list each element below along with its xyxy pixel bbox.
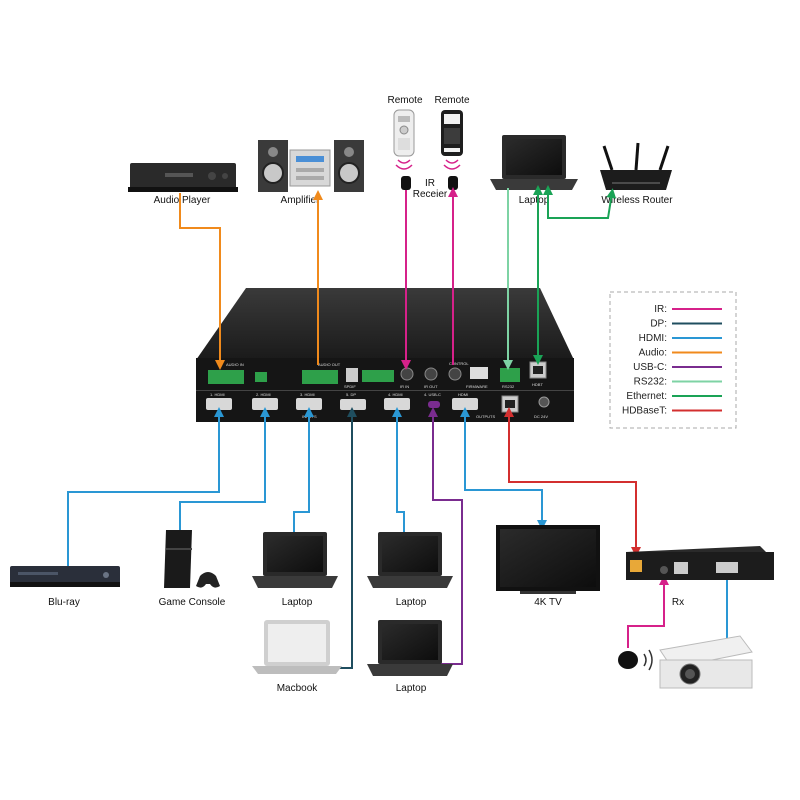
laptop-top-device [490, 135, 578, 190]
panel-hdbt: HDBT [532, 382, 543, 387]
legend-label: USB-C: [633, 362, 667, 373]
panel-outputs: OUTPUTS [476, 414, 495, 419]
wireless-router-label: Wireless Router [601, 195, 673, 206]
laptop-2-label: Laptop [396, 597, 427, 608]
panel-audio-out: AUDIO OUT [318, 362, 341, 367]
panel-spdif: SPDIF [344, 384, 356, 389]
panel-audio-in: AUDIO IN [226, 362, 244, 367]
legend: IR: DP: HDMI: Audio: USB-C: RS232: Ethernet: HD… [622, 304, 722, 417]
panel-hdmi1: 1. HDMI [210, 392, 225, 397]
hdmi-laptop1-cable [293, 407, 314, 532]
legend-label: HDBaseT: [622, 406, 667, 417]
laptop-2-device [367, 532, 453, 588]
ir-receiver-label-2: Receier [413, 189, 448, 200]
legend-label: IR: [654, 304, 667, 315]
remote-2-label: Remote [434, 95, 469, 106]
game-console-label: Game Console [159, 597, 226, 608]
ir-sensor-icon [618, 649, 653, 671]
legend-label: Audio: [639, 348, 667, 359]
hdmi-bluray-cable [67, 407, 224, 566]
audio-in-cable [179, 193, 225, 370]
panel-rs232: RS232 [502, 384, 515, 389]
legend-label: HDMI: [639, 333, 667, 344]
game-console-device [164, 530, 220, 588]
macbook-device [252, 620, 342, 674]
matrix-switcher-unit [196, 288, 574, 422]
laptop-1-label: Laptop [282, 597, 313, 608]
panel-hdmi-out: HDMI [458, 392, 468, 397]
laptop-1-device [252, 532, 338, 588]
macbook-label: Macbook [277, 683, 319, 694]
laptop-3-device [367, 620, 453, 676]
ir-receiver-label-1: IR [425, 178, 435, 189]
panel-control: CONTROL [449, 361, 469, 366]
amplifier-label: Amplifier [281, 195, 321, 206]
panel-firmware: FIRMWARE [466, 384, 488, 389]
audio-player-device [128, 163, 238, 192]
hdmi-laptop2-cable [392, 407, 405, 532]
panel-usbc: 4. USB-C [424, 392, 441, 397]
bluray-label: Blu-ray [48, 597, 80, 608]
legend-label: DP: [650, 319, 667, 330]
tv-label: 4K TV [534, 597, 562, 608]
remote-1-label: Remote [387, 95, 422, 106]
wireless-router-device [600, 142, 672, 190]
remote-2-icon [441, 110, 463, 170]
rx-device [626, 546, 774, 580]
amplifier-device [258, 140, 364, 192]
panel-ir-in: IR IN [400, 384, 409, 389]
panel-hdmi2: 2. HDMI [256, 392, 271, 397]
panel-ir-out: IR OUT [424, 384, 438, 389]
legend-label: Ethernet: [626, 391, 667, 402]
projector-device [659, 635, 753, 689]
laptop-3-label: Laptop [396, 683, 427, 694]
audio-player-label: Audio Player [154, 195, 211, 206]
ir-rx-cable [627, 575, 669, 648]
panel-hdmi4: 4. HDMI [388, 392, 403, 397]
legend-label: RS232: [634, 377, 667, 388]
panel-dc: DC 24V [534, 414, 548, 419]
hdmi-tv-cable [460, 407, 547, 530]
laptop-top-label: Laptop [519, 195, 550, 206]
panel-hdmi3: 3. HDMI [300, 392, 315, 397]
rx-label: Rx [672, 597, 684, 608]
legend-box [609, 291, 737, 429]
dp-macbook-cable [330, 407, 357, 669]
remote-1-icon [393, 109, 415, 170]
tv-device [496, 525, 600, 594]
panel-dp: 5. DP [346, 392, 356, 397]
ethernet-cable-router [543, 185, 617, 219]
ir-receiver-device [401, 176, 458, 190]
bluray-device [10, 566, 120, 587]
hdbaset-cable [504, 407, 641, 557]
hdmi-console-cable [179, 407, 270, 530]
